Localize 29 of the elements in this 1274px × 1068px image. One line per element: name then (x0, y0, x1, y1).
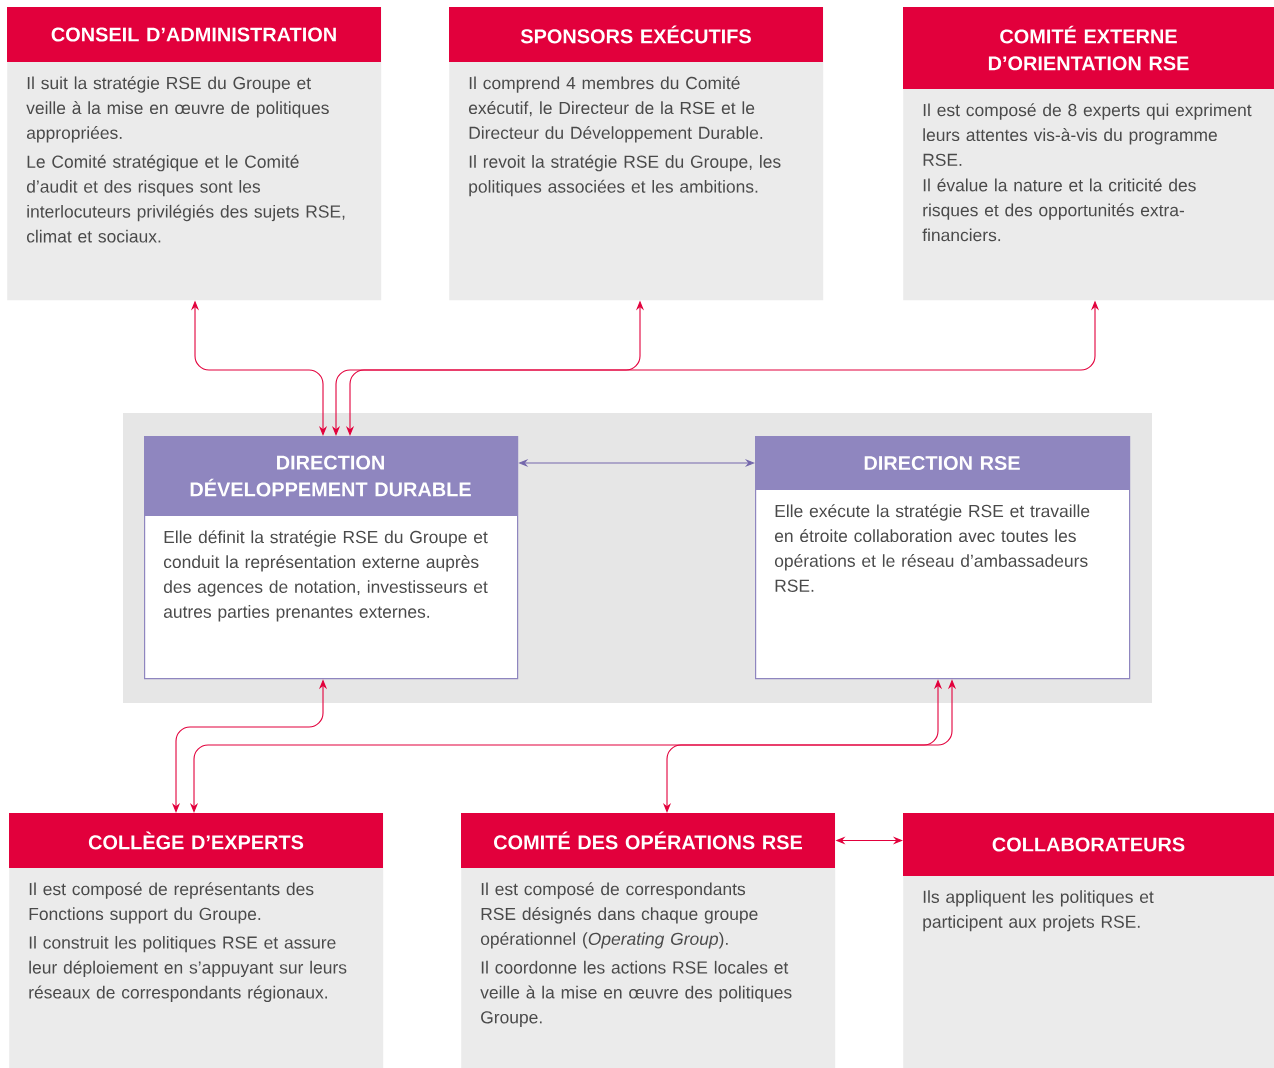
paragraph: Il est composé de 8 experts qui expriment leurs attentes vis-à-vis du programme RSE. (923, 103, 1252, 166)
header-bar: CONSEIL D’ADMINISTRATION (7, 7, 381, 62)
info-box (755, 436, 1131, 680)
paragraph: Il comprend 4 membres du Comité exécutif, le Directeur de la RSE et le Directeur du Développement Durable. (468, 76, 763, 143)
info-box (461, 813, 836, 1068)
header-bar: DIRECTION RSE (755, 436, 1129, 490)
info-box (7, 7, 382, 301)
info-box (903, 813, 1274, 1068)
info-box (449, 7, 824, 301)
info-box (144, 436, 519, 680)
paragraph: Il est composé de représentants des Fonctions support du Groupe. (29, 882, 314, 924)
paragraph: Il est composé de correspondants RSE désignés dans chaque groupe opérationnel (Operating Group). (480, 882, 758, 949)
header-bar: SPONSORS EXÉCUTIFS (449, 7, 823, 62)
paragraph: Il coordonne les actions RSE locales et veille à la mise en œuvre des politiques Groupe. (480, 960, 792, 1027)
header-bar: COMITÉ DES OPÉRATIONS RSE (461, 813, 835, 868)
paragraph: Il construit les politiques RSE et assure leur déploiement en s’appuyant sur leurs réseaux de correspondants régionaux. (29, 935, 347, 1003)
header-bar: COMITÉ EXTERNE D’ORIENTATION RSE (903, 7, 1274, 89)
paragraph: Il suit la stratégie RSE du Groupe et veille à la mise en œuvre de politiques appropriées. (26, 76, 329, 143)
info-box (9, 813, 384, 1068)
paragraph: Elle exécute la stratégie RSE et travaille en étroite collaboration avec toutes les opérations et le réseau d’ambassadeurs RSE. (774, 504, 1090, 592)
paragraph: Elle définit la stratégie RSE du Groupe et conduit la représentation externe auprès des agences de notation, investisseurs et autres parties prenantes externes. (163, 530, 488, 622)
header-bar: COLLABORATEURS (903, 813, 1274, 876)
header-bar: COLLÈGE D’EXPERTS (9, 813, 383, 868)
header-bar: DIRECTION DÉVELOPPEMENT DURABLE (144, 436, 517, 516)
paragraph: Il évalue la nature et la criticité des risques et des opportunités extra-financiers. (922, 178, 1196, 242)
info-box (903, 7, 1274, 301)
paragraph: Il revoit la stratégie RSE du Groupe, les politiques associées et les ambitions. (469, 154, 781, 197)
paragraph: Ils appliquent les politiques et participent aux projets RSE. (923, 890, 1154, 932)
paragraph: Le Comité stratégique et le Comité d’audit et des risques sont les interlocuteurs privilégiés des sujets RSE, climat et sociaux. (26, 154, 345, 243)
